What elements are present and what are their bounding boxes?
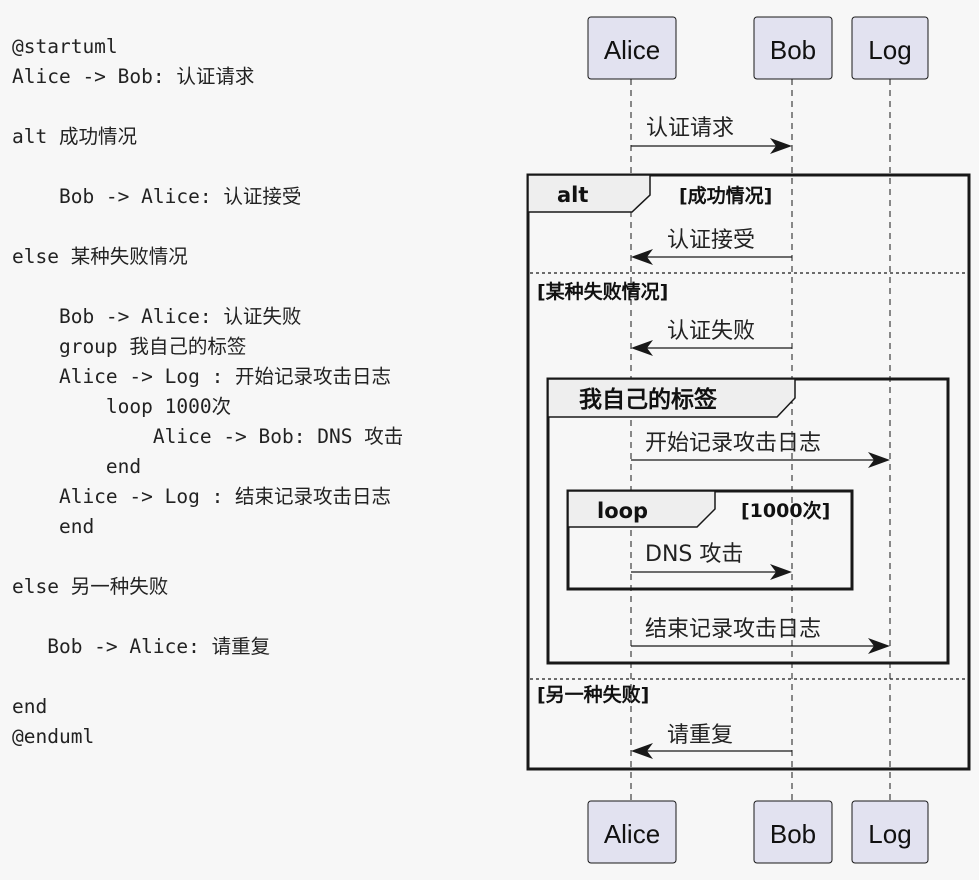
loop-fragment: loop [1000次] [566, 489, 854, 591]
arrow-right-head [868, 452, 890, 468]
message-label: 结束记录攻击日志 [645, 617, 821, 642]
code-line: group 我自己的标签 [12, 335, 247, 358]
participant-label: Bob [770, 819, 816, 849]
message-start-log: 开始记录攻击日志 [631, 431, 890, 468]
message-dns-attack: DNS 攻击 [631, 542, 792, 580]
participant-label: Log [868, 819, 911, 849]
message-repeat: 请重复 [631, 723, 792, 759]
participant-log-bottom: Log [851, 800, 929, 864]
loop-keyword: loop [597, 499, 648, 523]
participant-label: Bob [770, 35, 816, 65]
message-auth-request: 认证请求 [631, 116, 792, 154]
arrow-left-head [631, 743, 653, 759]
code-line: Alice -> Bob: 认证请求 [12, 65, 255, 88]
group-label: 我自己的标签 [579, 386, 718, 413]
arrow-left-head [631, 340, 653, 356]
message-auth-fail: 认证失败 [631, 319, 792, 356]
participant-alice-top: Alice [587, 16, 677, 80]
code-line: end [12, 515, 95, 538]
code-line: end [12, 455, 142, 478]
alt-guard-3: [另一种失败] [537, 683, 649, 706]
alt-guard-2: [某种失败情况] [537, 280, 668, 303]
code-line: loop 1000次 [12, 395, 232, 418]
code-line: Bob -> Alice: 认证失败 [12, 305, 302, 328]
participant-label: Log [868, 35, 911, 65]
arrow-right-head [770, 138, 792, 154]
alt-fragment: alt [成功情况] [某种失败情况] [另一种失败] [526, 173, 971, 771]
message-label: DNS 攻击 [645, 542, 743, 567]
message-label: 认证接受 [667, 228, 755, 253]
code-line: alt 成功情况 [12, 125, 137, 148]
code-line: @enduml [12, 725, 95, 748]
loop-guard: [1000次] [741, 499, 830, 522]
code-line: Alice -> Log : 开始记录攻击日志 [12, 365, 392, 388]
code-line: else 另一种失败 [12, 575, 169, 598]
alt-keyword: alt [557, 183, 588, 207]
participant-label: Alice [604, 35, 660, 65]
message-label: 请重复 [667, 723, 733, 748]
code-line: Bob -> Alice: 认证接受 [12, 185, 302, 208]
message-end-log: 结束记录攻击日志 [631, 617, 890, 654]
arrow-left-head [631, 249, 653, 265]
code-line: @startuml [12, 35, 118, 58]
code-line: Alice -> Bob: DNS 攻击 [12, 425, 404, 448]
group-fragment: 我自己的标签 [546, 377, 950, 665]
code-line: Alice -> Log : 结束记录攻击日志 [12, 485, 392, 508]
message-label: 开始记录攻击日志 [645, 431, 821, 456]
alt-tab [527, 174, 651, 213]
loop-tab [567, 490, 716, 528]
participant-alice-bottom: Alice [587, 800, 677, 864]
message-label: 认证失败 [667, 319, 755, 344]
group-tab [547, 378, 796, 418]
code-line: end [12, 695, 48, 718]
participant-bob-bottom: Bob [753, 800, 833, 864]
alt-guard-1: [成功情况] [679, 184, 772, 207]
participant-log-top: Log [851, 16, 929, 80]
message-auth-accept: 认证接受 [631, 228, 792, 265]
arrow-right-head [868, 638, 890, 654]
arrow-right-head [770, 564, 792, 580]
code-line: Bob -> Alice: 请重复 [12, 635, 271, 658]
participant-label: Alice [604, 819, 660, 849]
message-label: 认证请求 [646, 116, 734, 141]
participant-bob-top: Bob [753, 16, 833, 80]
code-line: else 某种失败情况 [12, 245, 188, 268]
